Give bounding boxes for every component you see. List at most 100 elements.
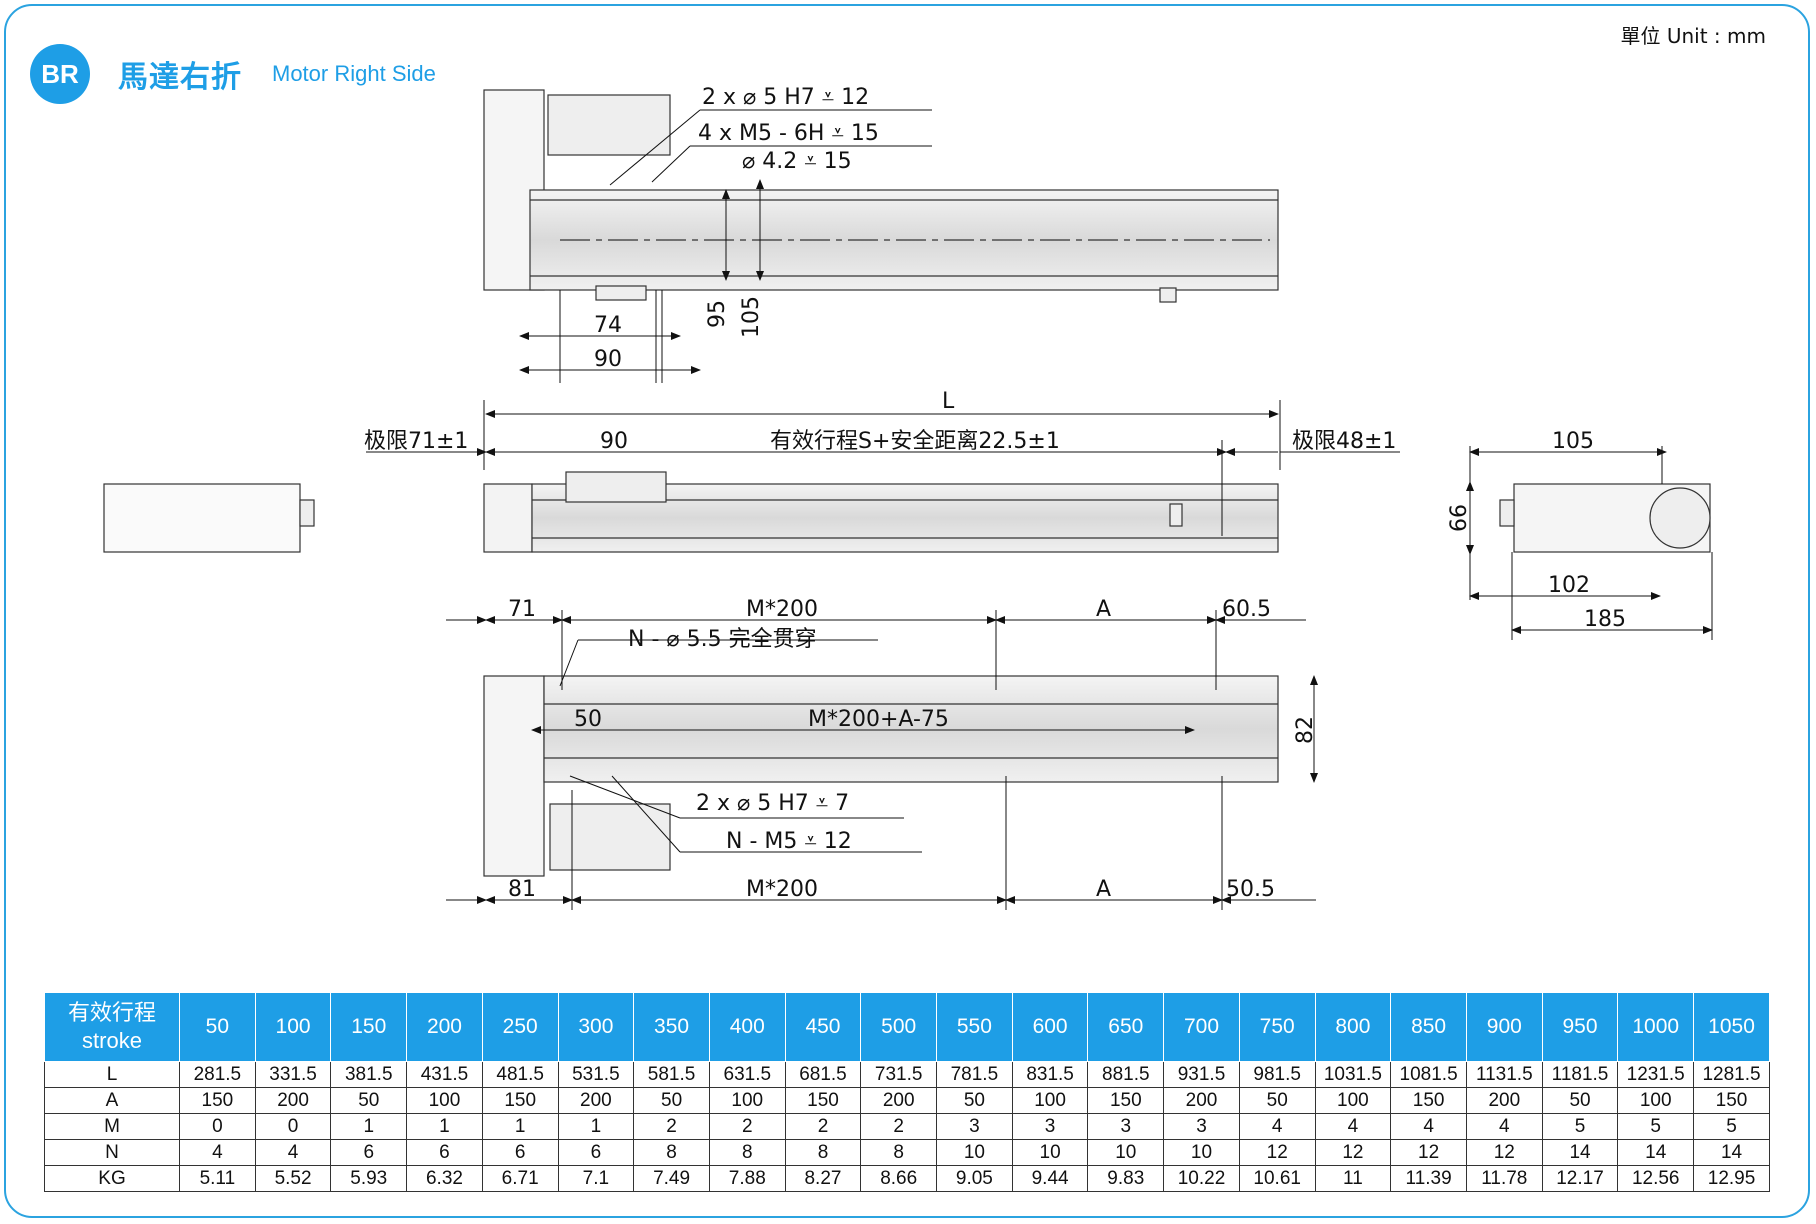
table-cell: 200 bbox=[1465, 1087, 1543, 1114]
table-cell: 981.5 bbox=[1238, 1061, 1316, 1088]
table-cell: 6 bbox=[330, 1139, 408, 1166]
table-cell: 10.61 bbox=[1238, 1165, 1316, 1192]
dim-m200-top: M*200 bbox=[746, 597, 818, 622]
table-cell: 50 bbox=[633, 1087, 710, 1114]
stroke-label: 有效行程S+安全距离22.5±1 bbox=[770, 429, 1060, 454]
table-cell: 150 bbox=[1087, 1087, 1165, 1114]
table-cell: 6.32 bbox=[406, 1165, 483, 1192]
table-cell: 831.5 bbox=[1011, 1061, 1089, 1088]
table-cell: 9.83 bbox=[1087, 1165, 1165, 1192]
unit-label: 單位 Unit : mm bbox=[1620, 24, 1767, 48]
table-cell: 100 bbox=[708, 1087, 786, 1114]
page-title: 馬達右折 bbox=[118, 60, 242, 95]
table-cell: 150 bbox=[481, 1087, 559, 1114]
table-cell: 0 bbox=[179, 1113, 256, 1140]
table-cell: 431.5 bbox=[406, 1061, 483, 1088]
table-cell: 200 bbox=[557, 1087, 635, 1114]
dim-A-top: A bbox=[1096, 597, 1111, 622]
dim-60-5: 60.5 bbox=[1222, 597, 1271, 622]
bottom-view bbox=[483, 675, 1279, 877]
table-cell: 10 bbox=[1011, 1139, 1089, 1166]
table-cell: 12.56 bbox=[1617, 1165, 1695, 1192]
dim-81: 81 bbox=[508, 877, 536, 902]
row-label: A bbox=[44, 1087, 180, 1114]
hole-2-label: 2 x ⌀ 5 H7 ⩡ 7 bbox=[696, 791, 849, 816]
dim-102: 102 bbox=[1548, 573, 1590, 598]
series-badge: BR bbox=[30, 44, 90, 104]
table-cell: 1 bbox=[481, 1113, 559, 1140]
table-cell: 50 bbox=[1238, 1087, 1316, 1114]
stroke-header-cell: 750 bbox=[1238, 992, 1316, 1062]
dim-74: 74 bbox=[594, 313, 622, 338]
technical-drawing: 2 x ⌀ 5 H7 ⩡ 12 4 x M5 - 6H ⩡ 15 ⌀ 4.2 ⩡… bbox=[103, 85, 1713, 910]
dim-66: 66 bbox=[1447, 504, 1472, 532]
stroke-header-cell: 50 bbox=[179, 992, 256, 1062]
table-cell: 4 bbox=[1238, 1113, 1316, 1140]
table-cell: 681.5 bbox=[784, 1061, 862, 1088]
stroke-header-cell: 600 bbox=[1011, 992, 1089, 1062]
dim-50-5: 50.5 bbox=[1226, 877, 1275, 902]
table-cell: 12 bbox=[1465, 1139, 1543, 1166]
dim-L: L bbox=[942, 389, 955, 414]
stroke-header-cell: 200 bbox=[406, 992, 483, 1062]
limit-left-label: 极限71±1 bbox=[364, 429, 468, 454]
table-cell: 150 bbox=[1390, 1087, 1467, 1114]
table-cell: 631.5 bbox=[708, 1061, 786, 1088]
table-cell: 200 bbox=[254, 1087, 332, 1114]
table-cell: 3 bbox=[1011, 1113, 1089, 1140]
stroke-header-en: stroke bbox=[82, 1028, 142, 1053]
table-cell: 12 bbox=[1238, 1139, 1316, 1166]
table-cell: 10 bbox=[1087, 1139, 1165, 1166]
table-cell: 531.5 bbox=[557, 1061, 635, 1088]
table-cell: 5 bbox=[1617, 1113, 1695, 1140]
table-cell: 8 bbox=[633, 1139, 710, 1166]
table-cell: 100 bbox=[1011, 1087, 1089, 1114]
dim-90-side: 90 bbox=[600, 429, 628, 454]
stroke-header-cell: 350 bbox=[633, 992, 710, 1062]
table-cell: 7.1 bbox=[557, 1165, 635, 1192]
table-cell: 100 bbox=[1314, 1087, 1392, 1114]
stroke-header-cell: 400 bbox=[708, 992, 786, 1062]
table-cell: 12.17 bbox=[1541, 1165, 1619, 1192]
stroke-header: 有效行程 stroke bbox=[44, 992, 180, 1062]
table-cell: 9.05 bbox=[936, 1165, 1013, 1192]
table-cell: 50 bbox=[1541, 1087, 1619, 1114]
n-hole-label: N - ⌀ 5.5 完全贯穿 bbox=[628, 627, 817, 652]
stroke-header-cell: 450 bbox=[784, 992, 862, 1062]
stroke-header-cell: 550 bbox=[936, 992, 1013, 1062]
table-cell: 11 bbox=[1314, 1165, 1392, 1192]
table-cell: 10.22 bbox=[1163, 1165, 1240, 1192]
table-cell: 881.5 bbox=[1087, 1061, 1165, 1088]
stroke-header-cell: 1050 bbox=[1693, 992, 1770, 1062]
table-cell: 5.93 bbox=[330, 1165, 408, 1192]
table-cell: 3 bbox=[1087, 1113, 1165, 1140]
table-cell: 8 bbox=[784, 1139, 862, 1166]
table-cell: 14 bbox=[1617, 1139, 1695, 1166]
page-frame bbox=[4, 4, 1810, 1218]
motor-body bbox=[547, 94, 671, 156]
stroke-header-cell: 300 bbox=[557, 992, 635, 1062]
table-cell: 1 bbox=[330, 1113, 408, 1140]
table-cell: 7.49 bbox=[633, 1165, 710, 1192]
dim-71: 71 bbox=[508, 597, 536, 622]
table-cell: 1231.5 bbox=[1617, 1061, 1695, 1088]
table-cell: 3 bbox=[936, 1113, 1013, 1140]
table-cell: 0 bbox=[254, 1113, 332, 1140]
dim-95: 95 bbox=[705, 300, 730, 328]
dim-A-bottom: A bbox=[1096, 877, 1111, 902]
dim-m200-a-75: M*200+A-75 bbox=[808, 707, 949, 732]
dim-185: 185 bbox=[1584, 607, 1626, 632]
table-cell: 1281.5 bbox=[1693, 1061, 1770, 1088]
table-cell: 731.5 bbox=[860, 1061, 938, 1088]
table-cell: 12 bbox=[1314, 1139, 1392, 1166]
table-cell: 2 bbox=[784, 1113, 862, 1140]
table-cell: 200 bbox=[860, 1087, 938, 1114]
table-cell: 11.78 bbox=[1465, 1165, 1543, 1192]
table-cell: 8.27 bbox=[784, 1165, 862, 1192]
